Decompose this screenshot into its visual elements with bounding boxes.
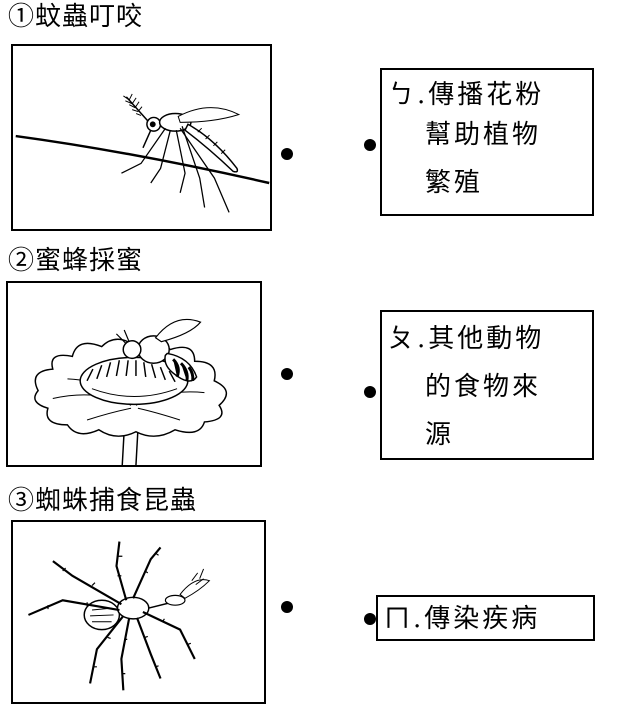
answer-2-line-3: 源	[425, 420, 455, 450]
answer-2-line-2: 的食物來	[425, 372, 542, 402]
answer-1-line-3: 繁殖	[425, 168, 484, 198]
item-3-picture	[11, 520, 266, 704]
item-2-match-dot[interactable]	[281, 368, 293, 380]
answer-3-line-1: ㄇ.傳染疾病	[384, 604, 541, 634]
item-1-label: ①蚊蟲叮咬	[8, 2, 144, 32]
item-1-match-dot[interactable]	[281, 148, 293, 160]
answer-1-match-dot[interactable]	[364, 139, 376, 151]
item-2-picture	[6, 281, 262, 467]
answer-1-line-1: ㄅ.傳播花粉	[388, 80, 545, 110]
item-3-label: ③蜘蛛捕食昆蟲	[8, 486, 198, 516]
answer-1-box: ㄅ.傳播花粉 幫助植物 繁殖	[380, 68, 594, 216]
spider-illustration	[28, 541, 211, 691]
mosquito-illustration	[15, 93, 270, 213]
answer-3-match-dot[interactable]	[364, 613, 376, 625]
answer-2-box: ㄆ.其他動物 的食物來 源	[380, 310, 594, 460]
answer-2-line-1: ㄆ.其他動物	[388, 324, 545, 354]
item-2-label: ②蜜蜂採蜜	[8, 246, 144, 276]
answer-1-line-2: 幫助植物	[425, 120, 542, 150]
item-1-picture	[11, 44, 272, 231]
item-3-match-dot[interactable]	[281, 601, 293, 613]
answer-3-box: ㄇ.傳染疾病	[376, 595, 595, 641]
bee-flower-illustration	[34, 318, 227, 465]
answer-2-match-dot[interactable]	[364, 386, 376, 398]
